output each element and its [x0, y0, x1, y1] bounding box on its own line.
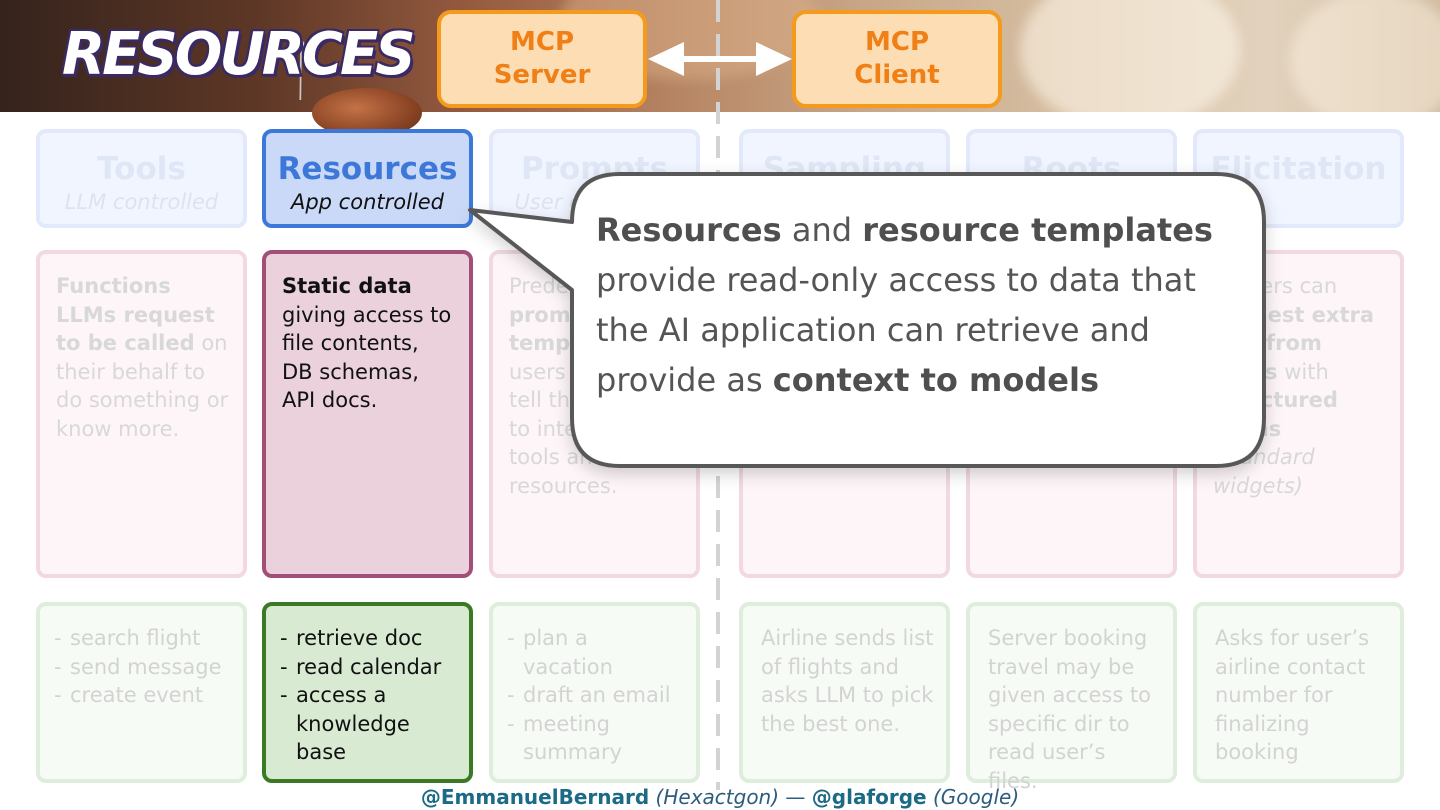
bidirectional-arrow-icon — [648, 42, 792, 76]
example-text: Airline sends list of flights and asks L… — [761, 626, 934, 736]
footer-separator: — — [779, 785, 812, 809]
text-run: with — [1277, 359, 1329, 384]
column-title: Resources — [277, 151, 458, 187]
example-item: read calendar — [278, 653, 457, 682]
column-subtitle: App controlled — [290, 190, 445, 214]
column-subtitle: LLM controlled — [64, 190, 219, 214]
example-list: retrieve docread calendaraccess a knowle… — [278, 624, 457, 767]
callout-run: context to models — [772, 361, 1099, 399]
text-run: on their behalf to do something or know … — [56, 331, 229, 441]
author-org-1: (Hexactgon) — [655, 785, 780, 809]
mcp-client-box: MCP Client — [792, 10, 1002, 108]
example-item: create event — [52, 681, 231, 710]
header-banner — [0, 0, 1440, 112]
text-run: Static data — [282, 274, 412, 298]
example-item: plan a vacation — [505, 624, 684, 681]
example-item: meeting summary — [505, 710, 684, 767]
column-description-resources: Static data giving access to file conten… — [262, 250, 473, 578]
example-item: draft an email — [505, 681, 684, 710]
example-item: retrieve doc — [278, 624, 457, 653]
column-examples-prompts: plan a vacationdraft an emailmeeting sum… — [489, 602, 700, 783]
column-examples-roots: Server booking travel may be given acces… — [966, 602, 1177, 793]
author-handle-2[interactable]: @glaforge — [811, 785, 927, 809]
callout-run: provide read-only access to data that th… — [596, 261, 1196, 399]
example-list: search flightsend messagecreate event — [52, 624, 231, 710]
column-examples-elicitation: Asks for user’s airline contact number f… — [1193, 602, 1404, 783]
example-text: Server booking travel may be given acces… — [988, 626, 1152, 793]
column-examples-tools: search flightsend messagecreate event — [36, 602, 247, 783]
author-handle-1[interactable]: @EmmanuelBernard — [420, 785, 650, 809]
example-item: search flight — [52, 624, 231, 653]
column-examples-sampling: Airline sends list of flights and asks L… — [739, 602, 950, 783]
page-title: RESOURCES — [62, 20, 416, 89]
callout-run: Resources — [596, 211, 782, 249]
example-item: access a knowledge base — [278, 681, 457, 767]
callout-run: and — [781, 211, 863, 249]
text-run: Functions LLMs request to be called — [56, 274, 215, 355]
author-org-2: (Google) — [932, 785, 1020, 809]
column-description-tools: Functions LLMs request to be called on t… — [36, 250, 247, 578]
example-text: Asks for user’s airline contact number f… — [1215, 626, 1370, 764]
pin-decoration — [297, 40, 305, 101]
text-run: giving access to file contents, DB schem… — [282, 302, 452, 413]
callout-text: Resources and resource templates provide… — [596, 205, 1236, 405]
mcp-server-box: MCP Server — [437, 10, 647, 108]
footer-credits: @EmmanuelBernard (Hexactgon) — @glaforge… — [0, 784, 1440, 810]
column-examples-resources: retrieve docread calendaraccess a knowle… — [262, 602, 473, 783]
column-title: Tools — [97, 151, 186, 187]
callout-run: resource templates — [862, 211, 1213, 249]
example-list: plan a vacationdraft an emailmeeting sum… — [505, 624, 684, 767]
example-item: send message — [52, 653, 231, 682]
